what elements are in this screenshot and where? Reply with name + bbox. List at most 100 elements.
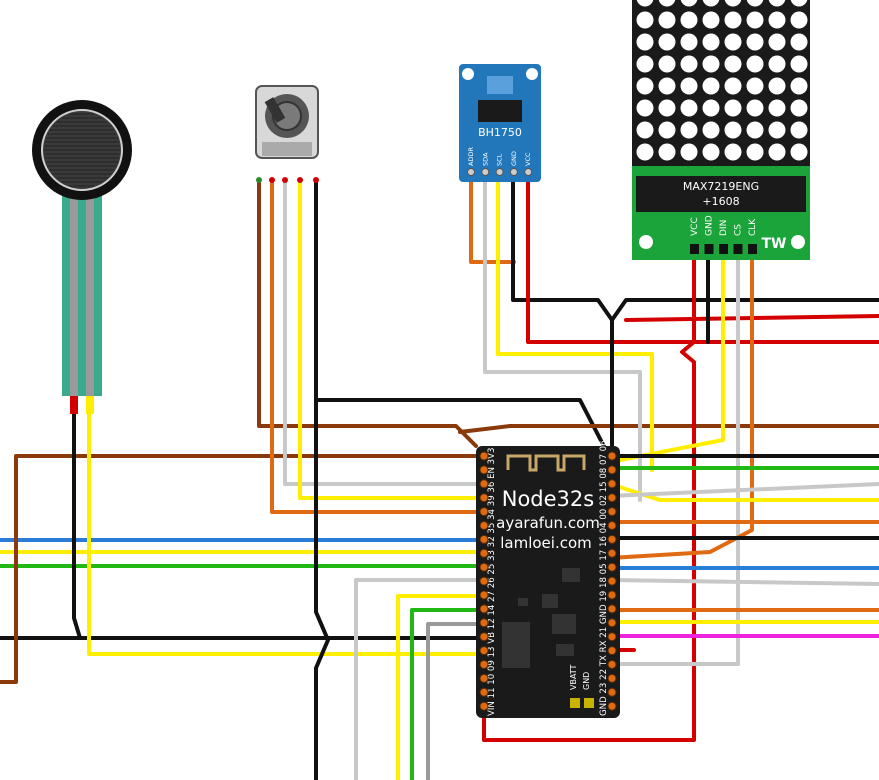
matrix-led bbox=[746, 121, 764, 139]
node32s-pin-headers bbox=[479, 451, 617, 711]
wire-bh-black bbox=[511, 170, 879, 322]
pot-knob-indicator bbox=[264, 97, 286, 123]
node32s-chip-3 bbox=[518, 598, 528, 606]
node32s-right-pin bbox=[607, 465, 617, 475]
fsr-pin-yellow bbox=[86, 396, 94, 414]
force-sensor bbox=[32, 100, 132, 414]
matrix-led bbox=[724, 11, 742, 29]
matrix-chip bbox=[636, 176, 806, 212]
matrix-pin-label: DIN bbox=[719, 220, 729, 236]
matrix-led bbox=[768, 11, 786, 29]
matrix-led bbox=[790, 0, 808, 7]
node32s-title: Node32s bbox=[502, 487, 594, 511]
node32s-right-pin bbox=[607, 646, 617, 656]
node32s-right-pin bbox=[607, 687, 617, 697]
matrix-led bbox=[658, 121, 676, 139]
node32s-left-pin bbox=[479, 660, 489, 669]
wire-right-yellow bbox=[608, 482, 879, 502]
fsr-trace-right bbox=[86, 196, 94, 396]
wire-pot-black bbox=[314, 180, 330, 780]
node32s-left-pin bbox=[479, 632, 489, 642]
matrix-led bbox=[658, 99, 676, 117]
wire-fsr-yellow bbox=[87, 410, 486, 656]
matrix-pin-label: GND bbox=[705, 215, 715, 236]
wires bbox=[0, 170, 879, 780]
bh1750-chip-label: BH1750 bbox=[478, 126, 522, 139]
wire-bh-red bbox=[526, 170, 879, 344]
rotary-potentiometer bbox=[255, 85, 319, 183]
matrix-led bbox=[636, 121, 654, 139]
matrix-pin bbox=[733, 244, 743, 254]
node32s-antenna-icon bbox=[506, 454, 586, 472]
matrix-led bbox=[790, 143, 808, 161]
matrix-led bbox=[768, 99, 786, 117]
node32s-chip-1 bbox=[562, 568, 580, 582]
matrix-led bbox=[680, 99, 698, 117]
matrix-led bbox=[658, 55, 676, 73]
node32s-left-pin bbox=[479, 590, 489, 600]
matrix-led bbox=[702, 77, 720, 95]
matrix-led bbox=[680, 121, 698, 139]
node32s-chip-6 bbox=[556, 644, 574, 656]
matrix-led bbox=[790, 77, 808, 95]
wire-mx-red bbox=[482, 250, 696, 742]
matrix-led bbox=[768, 55, 786, 73]
matrix-led bbox=[724, 121, 742, 139]
matrix-led bbox=[702, 33, 720, 51]
matrix-led bbox=[768, 77, 786, 95]
matrix-pin bbox=[704, 244, 714, 254]
node32s-left-pin bbox=[479, 507, 489, 517]
wire-right-white bbox=[608, 482, 879, 498]
wire-brown-left bbox=[0, 454, 486, 684]
fsr-pin-red bbox=[70, 396, 78, 414]
node32s-left-pin bbox=[479, 618, 489, 628]
pot-pin-2 bbox=[269, 177, 275, 183]
wire-bh-white bbox=[483, 170, 642, 502]
matrix-led bbox=[790, 11, 808, 29]
matrix-led bbox=[746, 77, 764, 95]
node32s-left-pins: VIN 11 10 09 13 VB 12 14 27 26 25 33 32 … bbox=[487, 448, 497, 717]
node32s-left-pin bbox=[479, 576, 489, 586]
node32s-left-pin bbox=[479, 465, 489, 475]
fsr-pad-pattern bbox=[44, 113, 120, 187]
matrix-led bbox=[636, 11, 654, 29]
bh1750-board bbox=[459, 64, 541, 182]
wire-right-white2 bbox=[608, 578, 879, 586]
wire-mx-orange bbox=[608, 250, 754, 560]
node32s-right-pin bbox=[607, 507, 617, 517]
bh1750-pin bbox=[467, 168, 475, 176]
matrix-led bbox=[790, 99, 808, 117]
node32s-site2: lamloei.com bbox=[500, 534, 592, 552]
matrix-pin-label: CS bbox=[734, 224, 744, 236]
matrix-led bbox=[746, 11, 764, 29]
matrix-led bbox=[790, 55, 808, 73]
matrix-leds bbox=[636, 0, 808, 161]
pot-pin-3 bbox=[282, 177, 288, 183]
node32s-gnd: GND bbox=[582, 672, 591, 690]
matrix-pin-label: VCC bbox=[690, 217, 700, 236]
matrix-led bbox=[746, 143, 764, 161]
matrix-led bbox=[658, 0, 676, 7]
bh1750-pin bbox=[524, 168, 533, 176]
matrix-led bbox=[680, 0, 698, 7]
bh1750-pin-label: GND bbox=[510, 151, 518, 166]
node32s-left-pin bbox=[479, 521, 489, 530]
node32s-right-pin bbox=[607, 604, 617, 614]
bh1750-pin-label: SDA bbox=[481, 152, 489, 166]
matrix-led bbox=[702, 143, 720, 161]
node32s-left-pin bbox=[479, 701, 489, 711]
matrix-led bbox=[702, 99, 720, 117]
pot-base bbox=[262, 142, 312, 156]
node32s-right-pin bbox=[607, 548, 617, 558]
matrix-led bbox=[746, 0, 764, 7]
matrix-led bbox=[790, 33, 808, 51]
matrix-led bbox=[636, 77, 654, 95]
matrix-led bbox=[702, 11, 720, 29]
matrix-led bbox=[658, 143, 676, 161]
matrix-led bbox=[768, 143, 786, 161]
matrix-led bbox=[702, 121, 720, 139]
node32s-left-pin bbox=[479, 646, 489, 656]
node32s-chip-4 bbox=[552, 614, 576, 634]
